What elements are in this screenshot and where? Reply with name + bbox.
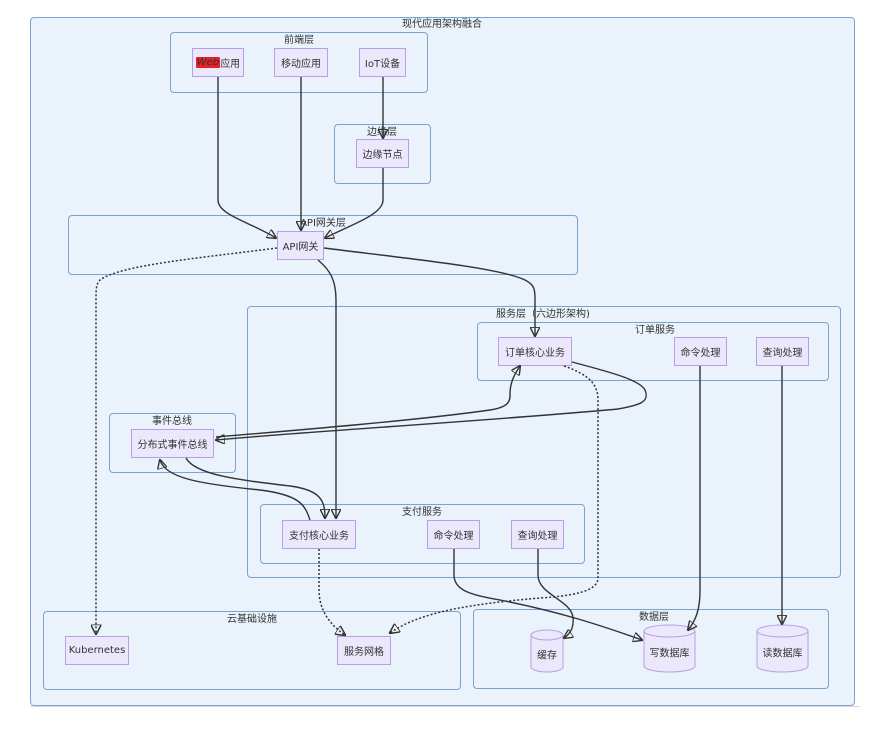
node-payment-command[interactable]: 命令处理 bbox=[427, 520, 480, 549]
diagram-title: 现代应用架构融合 bbox=[402, 19, 482, 30]
node-read-db-label: 读数据库 bbox=[762, 648, 803, 659]
node-order-command[interactable]: 命令处理 bbox=[674, 337, 727, 366]
cluster-service-title: 服务层（六边形架构) bbox=[496, 309, 590, 320]
database-cylinder-icon bbox=[643, 624, 696, 673]
cluster-cloud-title: 云基础设施 bbox=[227, 614, 277, 625]
node-mesh-label: 服务网格 bbox=[344, 647, 384, 658]
node-write-db-label: 写数据库 bbox=[649, 648, 690, 659]
node-order-core[interactable]: 订单核心业务 bbox=[498, 337, 572, 366]
node-k8s-label: Kubernetes bbox=[68, 645, 126, 656]
node-order-core-label: 订单核心业务 bbox=[505, 348, 565, 359]
node-cache-label: 缓存 bbox=[537, 650, 557, 662]
cluster-api-title: API网关层 bbox=[300, 218, 346, 229]
divider-line bbox=[30, 706, 860, 707]
cluster-payment-title: 支付服务 bbox=[402, 507, 442, 518]
node-api-label: API网关 bbox=[282, 242, 319, 253]
node-payment-core[interactable]: 支付核心业务 bbox=[282, 520, 356, 549]
cluster-edge-title: 边缘层 bbox=[367, 127, 397, 138]
node-pay-core-label: 支付核心业务 bbox=[289, 531, 349, 542]
cluster-order-title: 订单服务 bbox=[635, 325, 675, 336]
node-pay-cmd-label: 命令处理 bbox=[433, 531, 474, 542]
node-service-mesh[interactable]: 服务网格 bbox=[337, 636, 391, 665]
node-read-db[interactable]: 读数据库 bbox=[756, 624, 809, 673]
node-iot-label: IoT设备 bbox=[364, 59, 401, 70]
node-iot-device[interactable]: IoT设备 bbox=[359, 48, 406, 77]
node-order-query-label: 查询处理 bbox=[762, 348, 803, 359]
node-kubernetes[interactable]: Kubernetes bbox=[65, 636, 129, 665]
node-payment-query[interactable]: 查询处理 bbox=[511, 520, 564, 549]
database-cylinder-icon bbox=[756, 624, 809, 673]
node-api-gateway[interactable]: API网关 bbox=[277, 231, 324, 260]
node-event-bus[interactable]: 分布式事件总线 bbox=[131, 429, 214, 458]
node-edge-label: 边缘节点 bbox=[362, 150, 403, 161]
node-event-bus-label: 分布式事件总线 bbox=[137, 440, 208, 451]
web-highlight: Web bbox=[195, 57, 221, 68]
cluster-eventbus-title: 事件总线 bbox=[152, 416, 192, 427]
node-order-cmd-label: 命令处理 bbox=[680, 348, 721, 359]
cluster-frontend-title: 前端层 bbox=[284, 35, 314, 46]
node-cache[interactable]: 缓存 bbox=[530, 629, 564, 673]
web-suffix: 应用 bbox=[220, 59, 241, 70]
node-pay-query-label: 查询处理 bbox=[517, 531, 558, 542]
node-mobile-label: 移动应用 bbox=[281, 59, 321, 70]
cluster-data-title: 数据层 bbox=[639, 612, 669, 623]
node-write-db[interactable]: 写数据库 bbox=[643, 624, 696, 673]
node-mobile-app[interactable]: 移动应用 bbox=[274, 48, 328, 77]
node-order-query[interactable]: 查询处理 bbox=[756, 337, 809, 366]
node-edge-node[interactable]: 边缘节点 bbox=[356, 139, 409, 168]
